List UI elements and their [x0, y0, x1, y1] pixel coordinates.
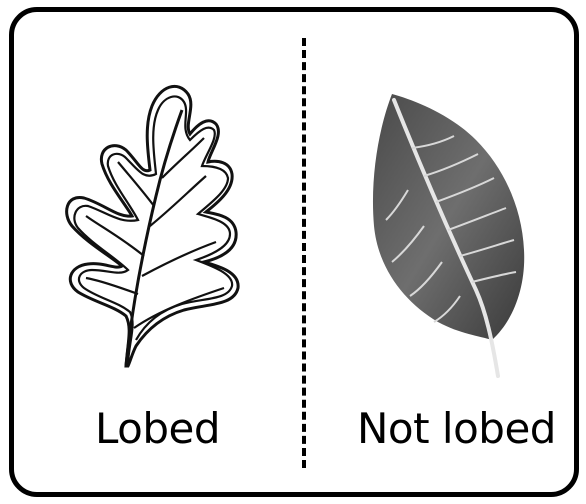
dashed-divider [302, 38, 306, 468]
lobed-leaf-icon [56, 66, 256, 381]
lobed-label: Lobed [95, 404, 220, 453]
not-lobed-label: Not lobed [357, 404, 556, 453]
unlobed-leaf-icon [368, 90, 528, 380]
